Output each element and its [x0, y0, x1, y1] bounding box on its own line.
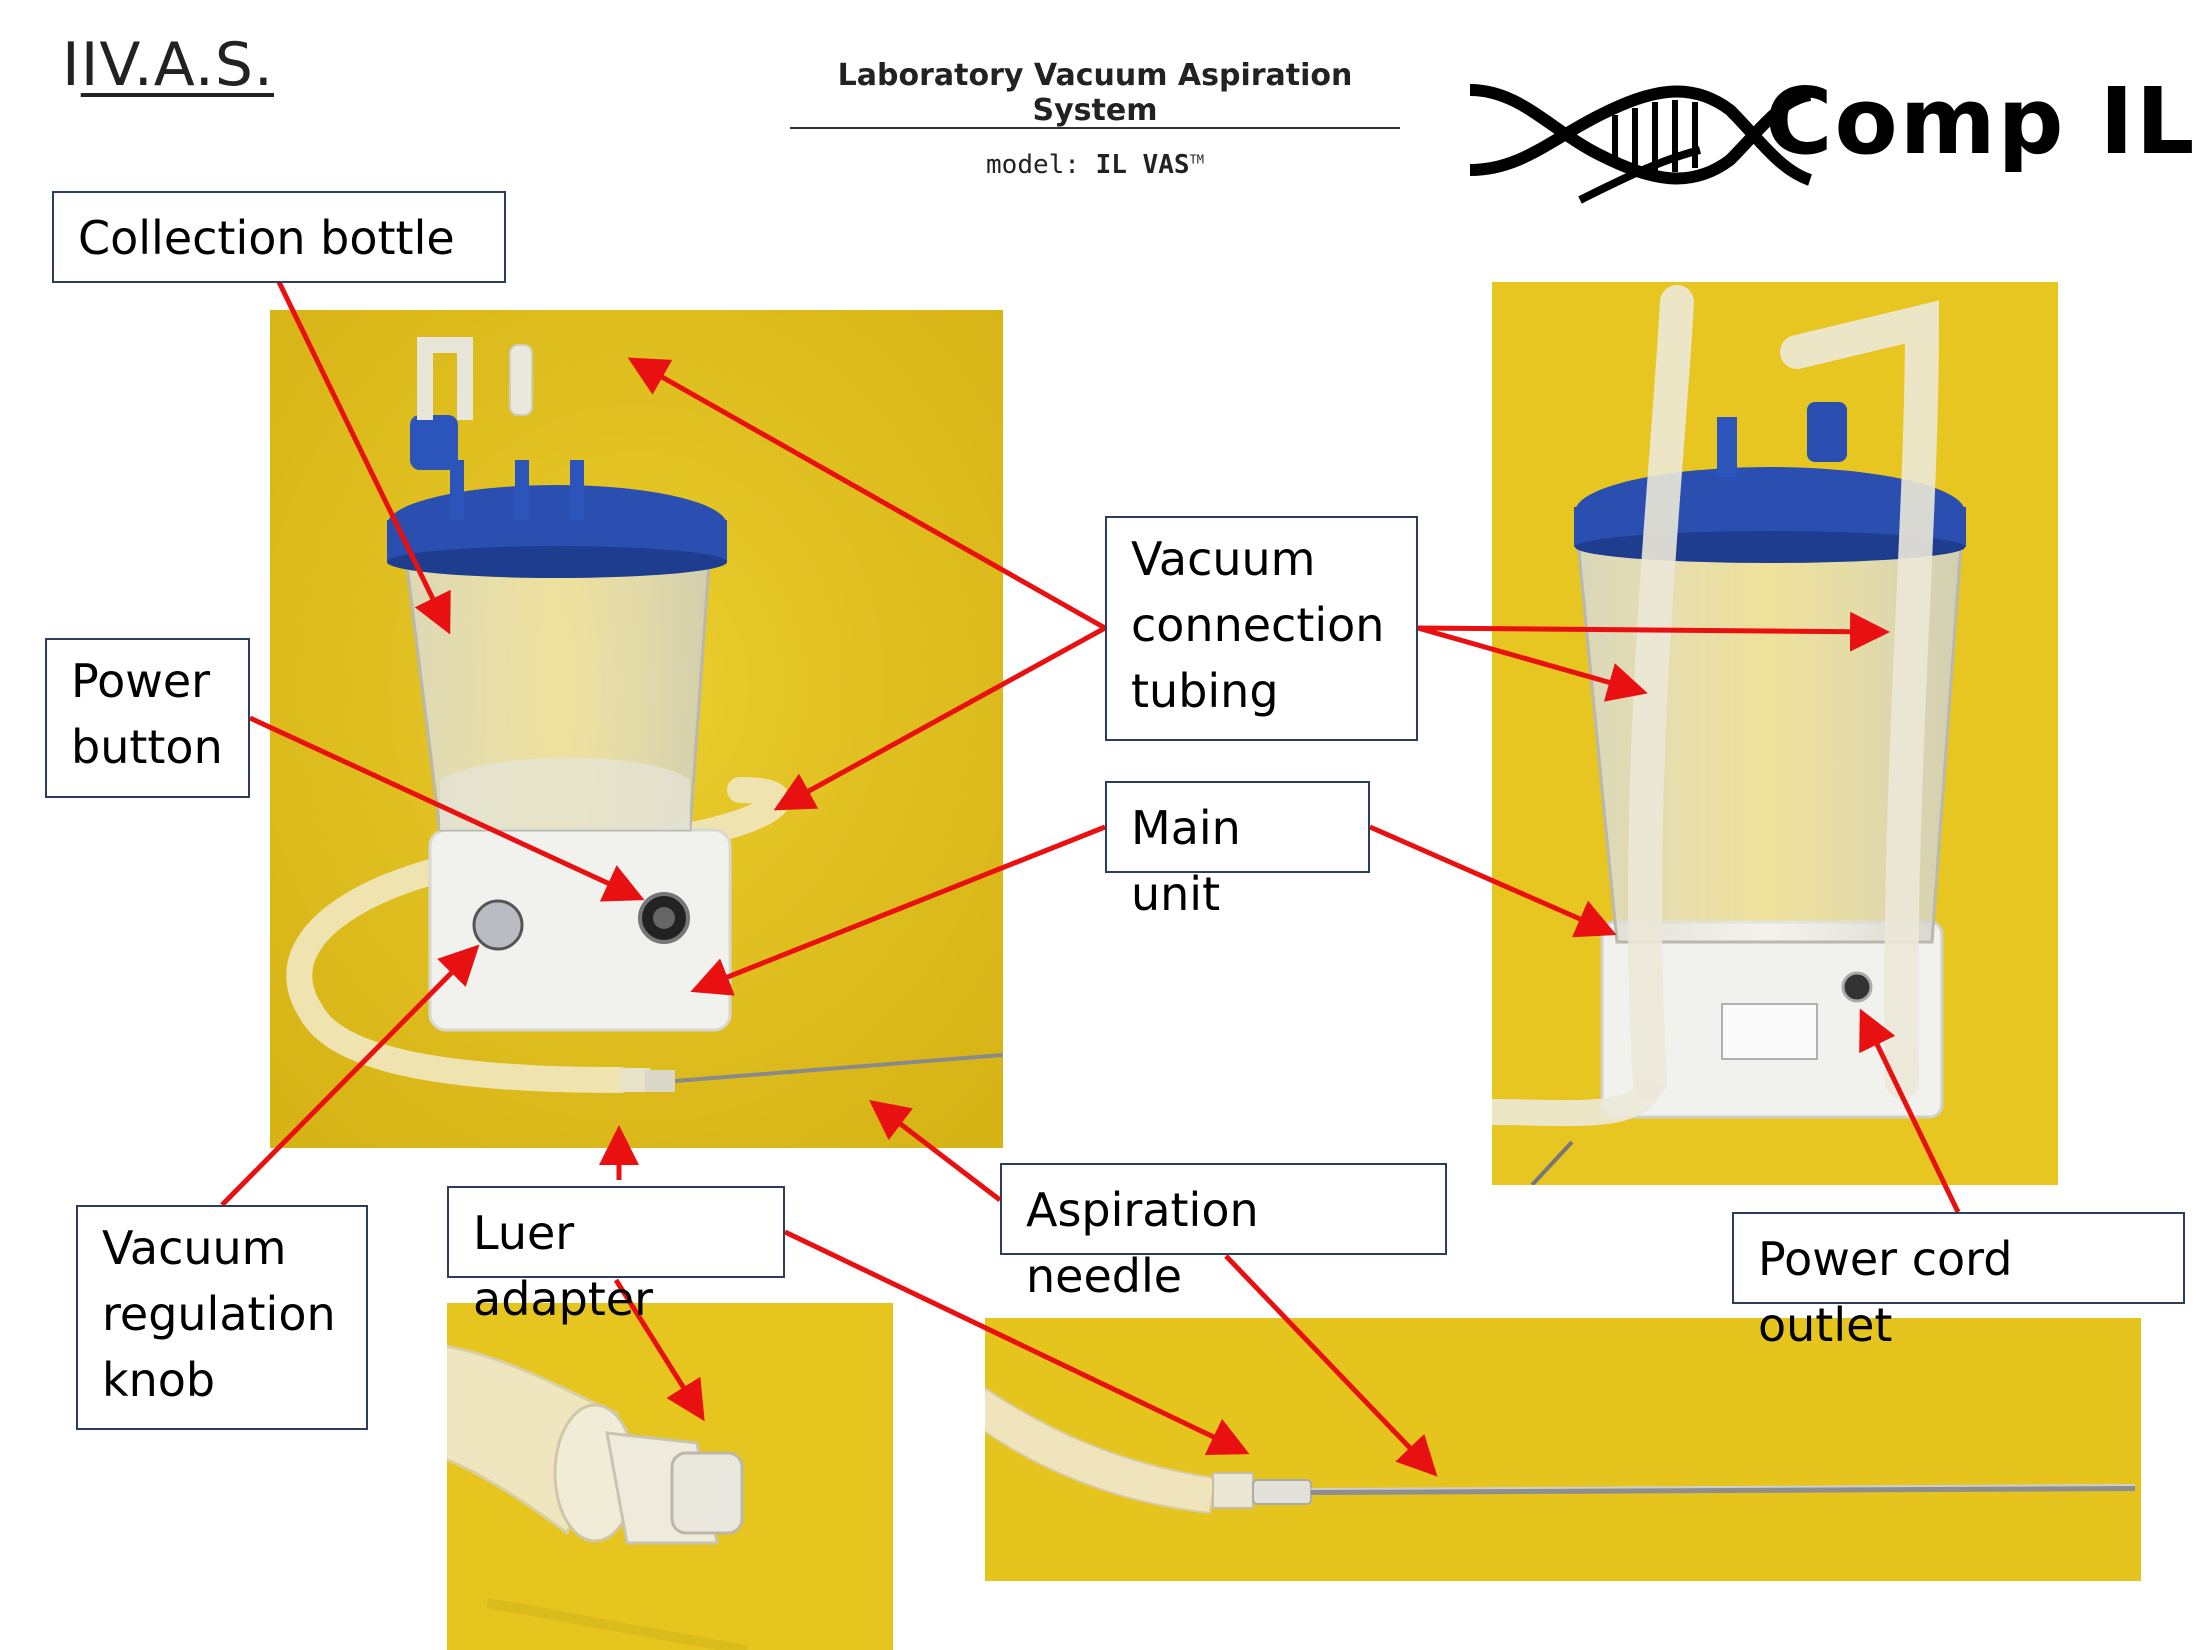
model-prefix: model:	[986, 150, 1080, 180]
ivas-logo: IIV.A.S.	[62, 30, 274, 100]
label-vacuum-tubing-line1: Vacuum	[1131, 532, 1316, 586]
label-power-button-line2: button	[71, 720, 223, 774]
label-vacuum-knob-line2: regulation	[102, 1287, 336, 1341]
ivas-logo-text: I	[62, 30, 81, 100]
model-name: IL VAS	[1095, 150, 1190, 180]
label-power-button: Power button	[45, 638, 250, 798]
dna-helix-logo-icon	[1469, 84, 1813, 204]
label-vacuum-tubing-line2: connection	[1131, 598, 1385, 652]
brand-name: Comp IL	[1765, 68, 2197, 175]
trademark-mark: TM	[1189, 152, 1204, 167]
label-luer-adapter: Luer adapter	[447, 1186, 785, 1326]
label-power-button-line1: Power	[71, 654, 211, 708]
rear-view-photo	[1492, 282, 2058, 1185]
label-vacuum-connection-tubing: Vacuum connection tubing	[1105, 516, 1418, 741]
product-title: Laboratory Vacuum Aspiration System	[837, 58, 1353, 128]
ivas-logo-underlined: IV.A.S.	[80, 30, 275, 100]
label-collection-bottle: Collection bottle	[52, 191, 506, 283]
front-view-photo	[270, 310, 1003, 1148]
label-luer-adapter-text: Luer adapter	[473, 1206, 654, 1326]
header-divider	[790, 127, 1400, 129]
label-collection-bottle-text: Collection bottle	[78, 211, 455, 265]
label-power-cord-outlet-text: Power cord outlet	[1758, 1232, 2013, 1352]
luer-adapter-photo	[447, 1303, 893, 1650]
label-main-unit: Main unit	[1105, 781, 1370, 921]
label-aspiration-needle: Aspiration needle	[1000, 1163, 1447, 1303]
label-vacuum-knob-line3: knob	[102, 1353, 216, 1407]
label-aspiration-needle-text: Aspiration needle	[1026, 1183, 1259, 1303]
model-line: model: IL VASTM	[790, 150, 1400, 180]
label-vacuum-knob-line1: Vacuum	[102, 1221, 287, 1275]
label-main-unit-text: Main unit	[1131, 801, 1241, 921]
label-vacuum-tubing-line3: tubing	[1131, 664, 1279, 718]
label-power-cord-outlet: Power cord outlet	[1732, 1212, 2185, 1352]
label-vacuum-regulation-knob: Vacuum regulation knob	[76, 1205, 368, 1430]
